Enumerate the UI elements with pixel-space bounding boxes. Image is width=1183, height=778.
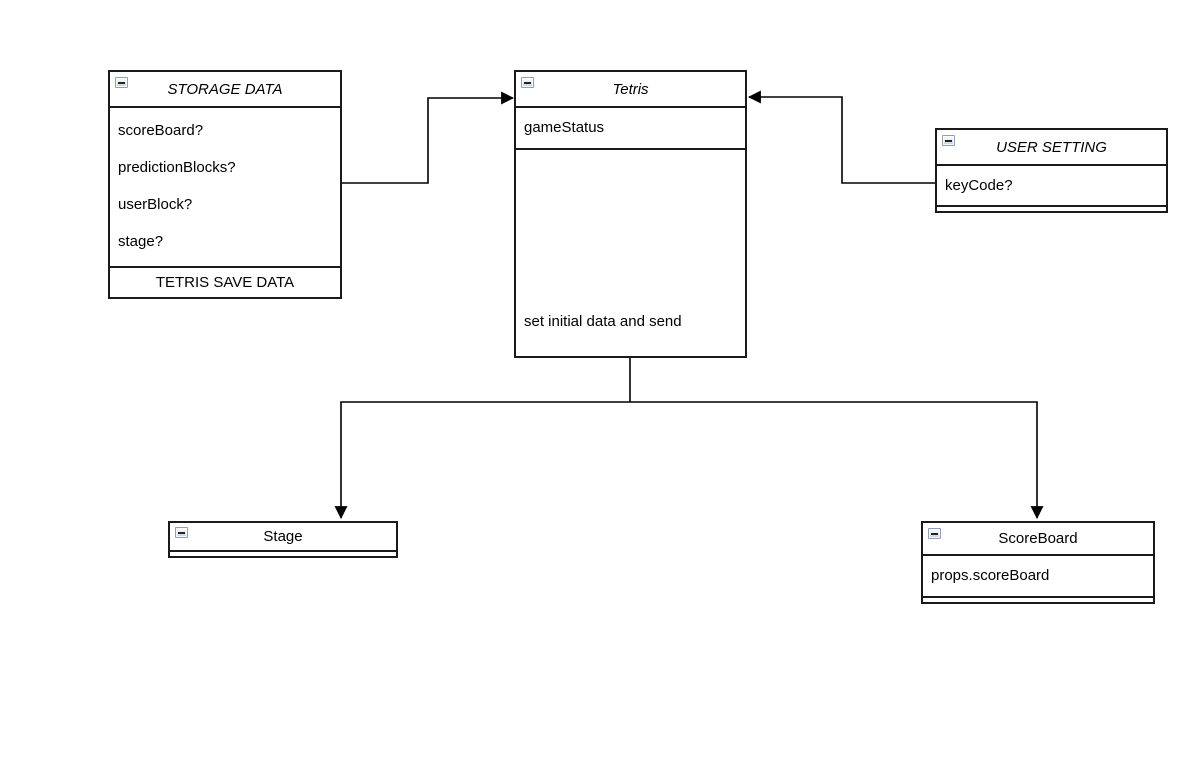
minus-icon bbox=[178, 532, 185, 534]
node-storage-data[interactable]: STORAGE DATA scoreBoard? predictionBlock… bbox=[108, 70, 342, 299]
node-title: Stage bbox=[263, 528, 303, 545]
minus-icon bbox=[524, 82, 531, 84]
node-storage-data-footer: TETRIS SAVE DATA bbox=[155, 274, 295, 291]
collapse-minus-icon[interactable] bbox=[942, 135, 955, 146]
field-userblock: userBlock? bbox=[118, 196, 193, 213]
empty-section bbox=[937, 207, 1166, 211]
node-scoreboard[interactable]: ScoreBoard props.scoreBoard bbox=[921, 521, 1155, 604]
node-stage[interactable]: Stage bbox=[168, 521, 398, 558]
node-title: STORAGE DATA bbox=[167, 80, 283, 98]
node-scoreboard-header: ScoreBoard bbox=[923, 523, 1153, 556]
field-scoreboard: scoreBoard? bbox=[118, 122, 204, 139]
collapse-minus-icon[interactable] bbox=[928, 528, 941, 539]
node-user-setting-header: USER SETTING bbox=[937, 130, 1166, 166]
edge-user-setting-to-tetris[interactable] bbox=[747, 90, 935, 184]
field-keycode: keyCode? bbox=[937, 166, 1166, 207]
edge-tetris-to-scoreboard[interactable] bbox=[630, 401, 1044, 520]
edge-storage-data-to-tetris[interactable] bbox=[340, 91, 515, 184]
field-predictionblocks: predictionBlocks? bbox=[118, 159, 236, 176]
collapse-minus-icon[interactable] bbox=[521, 77, 534, 88]
node-user-setting[interactable]: USER SETTING keyCode? bbox=[935, 128, 1168, 213]
node-stage-header: Stage bbox=[170, 523, 396, 552]
minus-icon bbox=[945, 140, 952, 142]
field-props-scoreboard: props.scoreBoard bbox=[923, 556, 1153, 598]
node-tetris-body: set initial data and send bbox=[516, 150, 745, 356]
minus-icon bbox=[931, 533, 938, 535]
collapse-minus-icon[interactable] bbox=[175, 527, 188, 538]
field-stage: stage? bbox=[118, 233, 164, 250]
node-title: USER SETTING bbox=[996, 138, 1107, 156]
tetris-note: set initial data and send bbox=[524, 313, 682, 330]
empty-section bbox=[923, 598, 1153, 602]
node-storage-data-fields: scoreBoard? predictionBlocks? userBlock?… bbox=[110, 108, 340, 268]
collapse-minus-icon[interactable] bbox=[115, 77, 128, 88]
node-title: ScoreBoard bbox=[998, 530, 1078, 547]
minus-icon bbox=[118, 82, 125, 84]
node-storage-data-header: STORAGE DATA bbox=[110, 72, 340, 108]
node-tetris[interactable]: Tetris gameStatus set initial data and s… bbox=[514, 70, 747, 358]
empty-section bbox=[170, 552, 396, 556]
field-gamestatus: gameStatus bbox=[516, 108, 745, 150]
node-title: Tetris bbox=[612, 80, 649, 98]
node-tetris-header: Tetris bbox=[516, 72, 745, 108]
edge-tetris-to-stage[interactable] bbox=[334, 401, 630, 520]
